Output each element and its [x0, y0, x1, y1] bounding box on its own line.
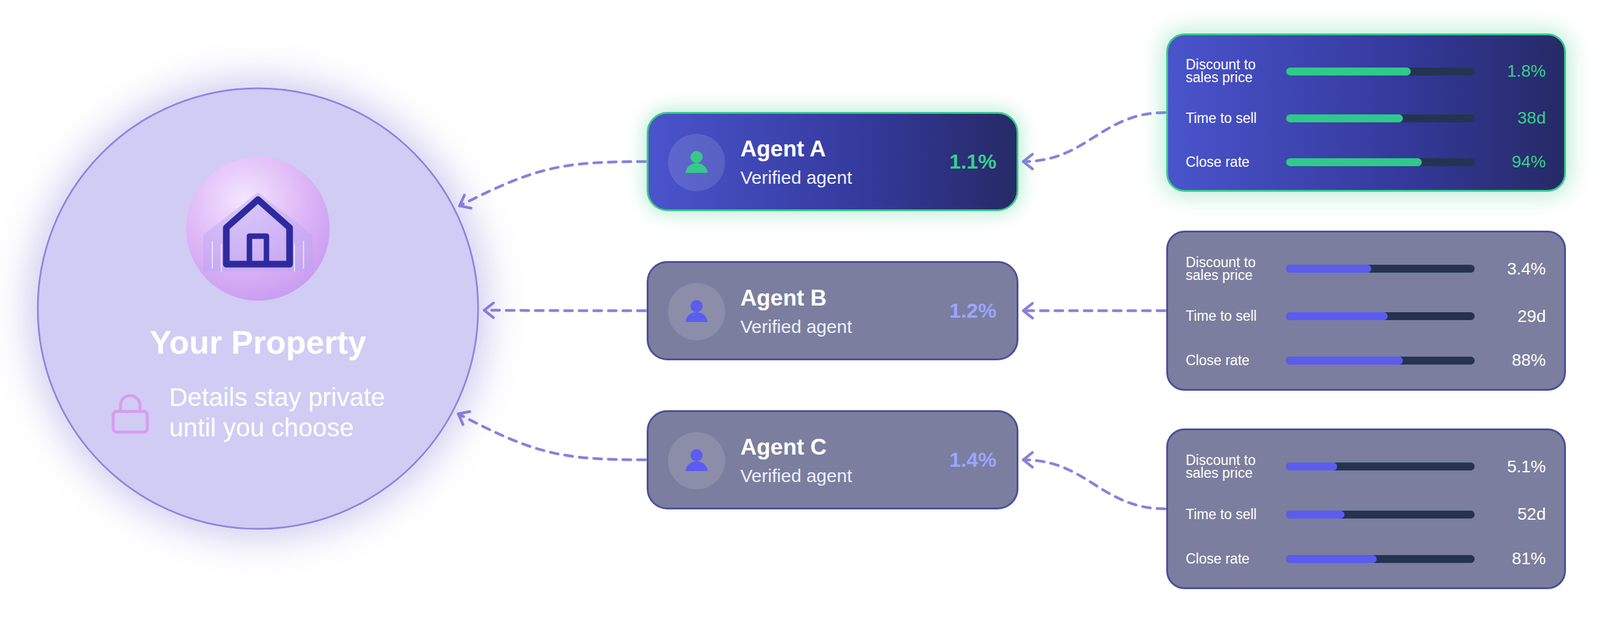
bar-fill — [1286, 356, 1403, 365]
property-circle: Your PropertyDetails stay private until … — [36, 86, 480, 530]
bar-track — [1286, 554, 1475, 563]
stats-card: Discount to sales price 3.4% Time to sell 2… — [1166, 230, 1566, 391]
dashed-connector — [484, 308, 646, 312]
metric-value: 94% — [1511, 152, 1546, 172]
metric-value: 81% — [1511, 548, 1546, 569]
privacy-note: Details stay private until you choose — [169, 382, 425, 443]
dashed-connector — [459, 161, 646, 207]
agent-card: Agent B Verified agent 1.2% — [646, 260, 1019, 361]
bar-fill — [1286, 312, 1388, 320]
house-icon — [184, 155, 331, 302]
agent-status: Verified agent — [740, 167, 852, 188]
metric-value: 1.8% — [1506, 61, 1546, 81]
bar-track — [1286, 510, 1475, 519]
metric-value: 5.1% — [1506, 456, 1546, 477]
commission-rate: 1.4% — [949, 447, 998, 472]
metric-label: Discount to sales price — [1185, 453, 1277, 480]
bar-fill — [1286, 264, 1372, 273]
bar-fill — [1286, 554, 1377, 563]
metric-label: Close rate — [1185, 552, 1277, 566]
dashed-connector — [1023, 309, 1166, 313]
metric-label: Time to sell — [1185, 507, 1277, 521]
metric-label: Time to sell — [1185, 309, 1277, 323]
person-icon — [667, 431, 726, 490]
metric-label: Close rate — [1185, 354, 1277, 367]
metric-value: 88% — [1511, 350, 1546, 370]
agent-card: Agent C Verified agent 1.4% — [646, 410, 1019, 510]
bar-track — [1286, 312, 1475, 320]
metric-label: Time to sell — [1185, 111, 1277, 125]
metric-value: 52d — [1517, 504, 1546, 524]
bar-track — [1286, 462, 1475, 471]
person-icon — [667, 282, 726, 341]
stats-card: Discount to sales price 5.1% Time to sell 5… — [1166, 428, 1566, 589]
agent-name: Agent B — [740, 285, 827, 311]
bar-track — [1286, 356, 1475, 365]
metric-value: 38d — [1517, 108, 1546, 128]
lock-icon — [110, 394, 150, 435]
bar-fill — [1286, 114, 1403, 123]
metric-label: Discount to sales price — [1185, 58, 1277, 84]
dashed-connector — [458, 413, 646, 460]
dashed-connector — [1023, 459, 1166, 510]
agent-status: Verified agent — [740, 465, 852, 487]
commission-rate: 1.1% — [949, 149, 998, 174]
bar-track — [1286, 67, 1475, 76]
bar-fill — [1286, 67, 1411, 76]
metric-label: Close rate — [1185, 155, 1277, 169]
metric-label: Discount to sales price — [1185, 256, 1277, 282]
bar-track — [1286, 114, 1475, 123]
person-icon — [667, 133, 726, 192]
circle-outline — [36, 86, 480, 530]
agent-name: Agent A — [740, 136, 826, 162]
property-title: Your Property — [36, 323, 480, 361]
stats-card: Discount to sales price 1.8% Time to sell 3… — [1166, 33, 1566, 192]
bar-fill — [1286, 510, 1345, 519]
commission-rate: 1.2% — [949, 298, 998, 323]
bar-track — [1286, 264, 1475, 273]
dashed-connector — [1023, 112, 1166, 162]
bar-track — [1286, 158, 1475, 167]
agent-name: Agent C — [740, 434, 827, 460]
bar-fill — [1286, 462, 1338, 471]
metric-value: 3.4% — [1506, 259, 1546, 279]
metric-value: 29d — [1517, 306, 1546, 327]
agent-status: Verified agent — [740, 316, 852, 338]
agent-card: Agent A Verified agent 1.1% — [646, 111, 1019, 212]
bar-fill — [1286, 158, 1422, 167]
